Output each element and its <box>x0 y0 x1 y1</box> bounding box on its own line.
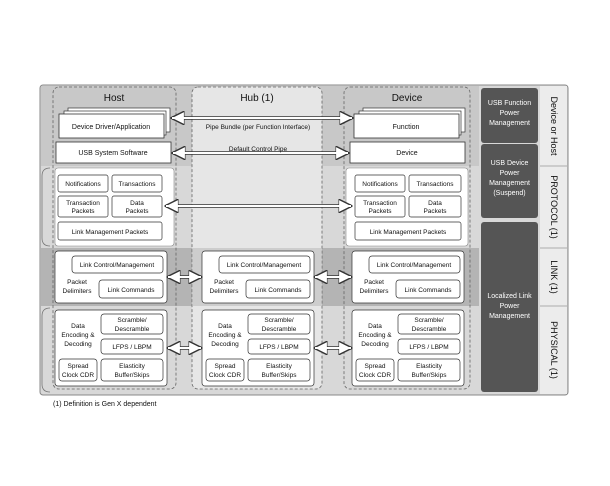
host-transaction-packets-box <box>57 195 109 218</box>
device-transactions-box <box>408 174 462 193</box>
device-link-mgmt-packets-label: Link Management Packets <box>370 229 447 236</box>
device-function-box <box>353 113 460 139</box>
svg-text:Link Control/Management: Link Control/Management <box>377 262 452 269</box>
svg-text:Link Control/Management: Link Control/Management <box>227 262 302 269</box>
svg-text:Link Commands: Link Commands <box>108 287 156 294</box>
footnote: (1) Definition is Gen X dependent <box>53 401 157 408</box>
svg-text:Link Control/Management: Link Control/Management <box>80 262 155 269</box>
device-link-mgmt-packets-box <box>354 221 462 241</box>
side-label-link: LINK (1) <box>549 260 559 294</box>
svg-text:LFPS / LBPM: LFPS / LBPM <box>112 344 151 351</box>
host-data-packets-box <box>111 195 163 218</box>
protocol-row-bracket <box>41 167 51 247</box>
host-transactions-label: Transactions <box>119 181 157 188</box>
link-power-box <box>481 222 538 392</box>
host-driver-box <box>58 113 165 139</box>
device-device-box <box>349 141 466 164</box>
device-column-title: Device <box>392 93 423 104</box>
svg-text:LFPS / LBPM: LFPS / LBPM <box>259 344 298 351</box>
svg-text:LFPS / LBPM: LFPS / LBPM <box>409 344 448 351</box>
device-transaction-packets-box <box>354 195 406 218</box>
host-link-mgmt-packets-label: Link Management Packets <box>72 229 149 236</box>
svg-text:Scramble/Descramble: Scramble/Descramble <box>115 317 150 333</box>
svg-text:Link Commands: Link Commands <box>405 287 453 294</box>
host-column <box>52 86 177 390</box>
default-pipe-label: Default Control Pipe <box>229 146 288 153</box>
device-function-label: Function <box>393 124 420 131</box>
side-label-protocol: PROTOCOL (1) <box>549 175 559 239</box>
host-system-software-box <box>55 141 172 164</box>
usb-device-power-box <box>481 144 538 218</box>
side-label-device-or-host: Device or Host <box>549 96 559 156</box>
pipe-bundle-label: Pipe Bundle (per Function Interface) <box>206 124 310 131</box>
host-notifications-box <box>57 174 109 193</box>
host-driver-label: Device Driver/Application <box>72 124 150 131</box>
host-transactions-box <box>111 174 163 193</box>
host-system-software-label: USB System Software <box>78 150 147 157</box>
physical-row-bracket <box>41 307 51 393</box>
svg-text:Link Commands: Link Commands <box>255 287 303 294</box>
host-notifications-label: Notifications <box>65 181 101 188</box>
host-link-mgmt-packets-box <box>57 221 163 241</box>
svg-text:Scramble/Descramble: Scramble/Descramble <box>262 317 297 333</box>
hub-column-title: Hub (1) <box>240 93 273 104</box>
device-column <box>343 86 471 390</box>
side-label-physical: PHYSICAL (1) <box>549 321 559 379</box>
host-column-title: Host <box>104 93 125 104</box>
svg-text:Scramble/Descramble: Scramble/Descramble <box>412 317 447 333</box>
side-label-column <box>540 86 567 394</box>
device-device-label: Device <box>396 150 418 157</box>
device-notifications-box <box>354 174 406 193</box>
device-data-packets-box <box>408 195 462 218</box>
device-notifications-label: Notifications <box>362 181 398 188</box>
usb-function-power-box <box>481 88 538 143</box>
device-transactions-label: Transactions <box>417 181 455 188</box>
